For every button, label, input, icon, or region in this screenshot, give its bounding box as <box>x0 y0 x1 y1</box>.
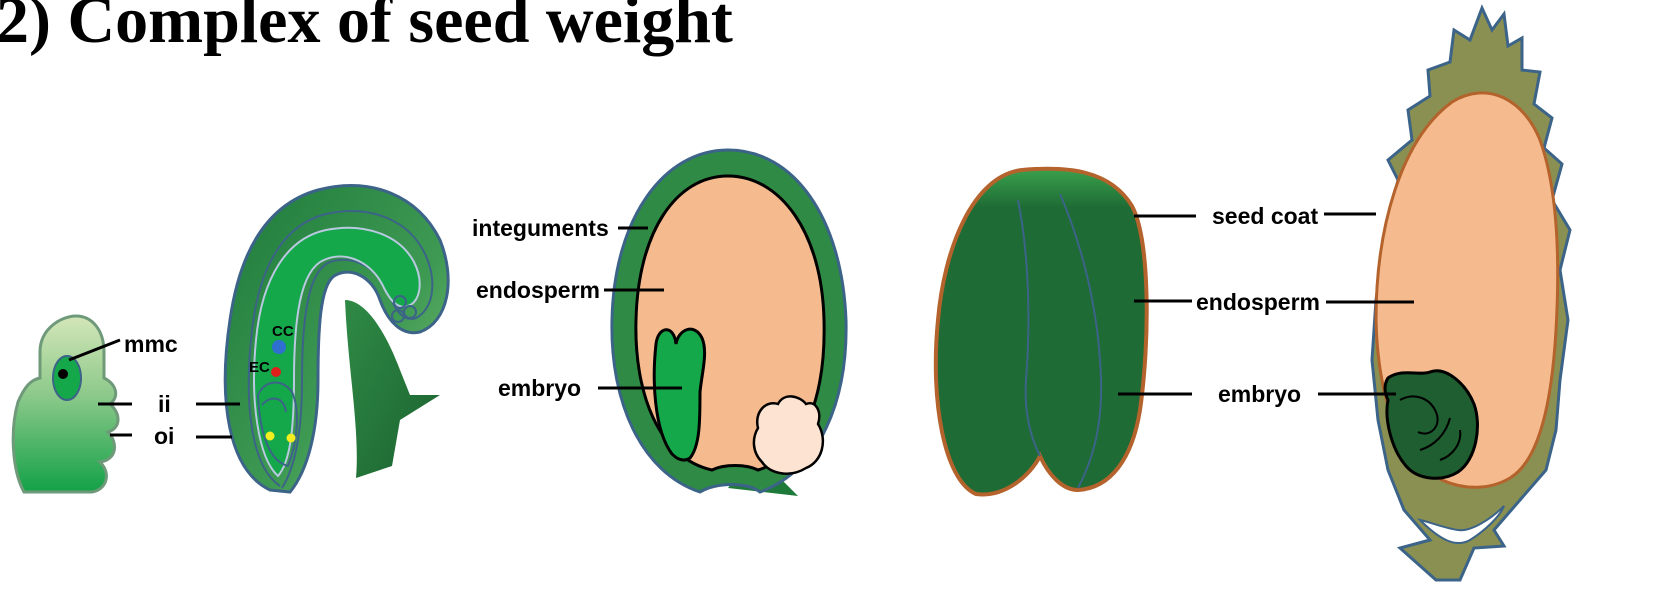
mmc-cell <box>53 356 81 400</box>
synergid-nucleus-1 <box>266 432 275 441</box>
label-oi: oi <box>154 423 174 449</box>
label-embryo-1: embryo <box>498 375 581 401</box>
mature-ovule <box>225 186 448 492</box>
label-endosperm-2: endosperm <box>1196 289 1320 315</box>
label-ec: EC <box>249 359 270 376</box>
label-endosperm-1: endosperm <box>476 277 600 303</box>
mmc-nucleus <box>58 369 68 379</box>
mature-grain <box>1372 8 1570 580</box>
label-seed-coat: seed coat <box>1212 203 1318 229</box>
mature-seed-green <box>936 169 1147 495</box>
label-embryo-2: embryo <box>1218 381 1301 407</box>
label-integuments: integuments <box>472 215 609 241</box>
synergid-nucleus-2 <box>287 434 296 443</box>
label-ii: ii <box>158 391 171 417</box>
mature-seed-body <box>936 169 1147 495</box>
label-mmc: mmc <box>124 331 178 357</box>
central-cell-nucleus <box>272 340 286 354</box>
egg-cell-nucleus <box>271 367 281 377</box>
label-cc: CC <box>272 323 294 340</box>
developing-seed <box>612 150 846 496</box>
chalazal-region <box>754 396 823 473</box>
